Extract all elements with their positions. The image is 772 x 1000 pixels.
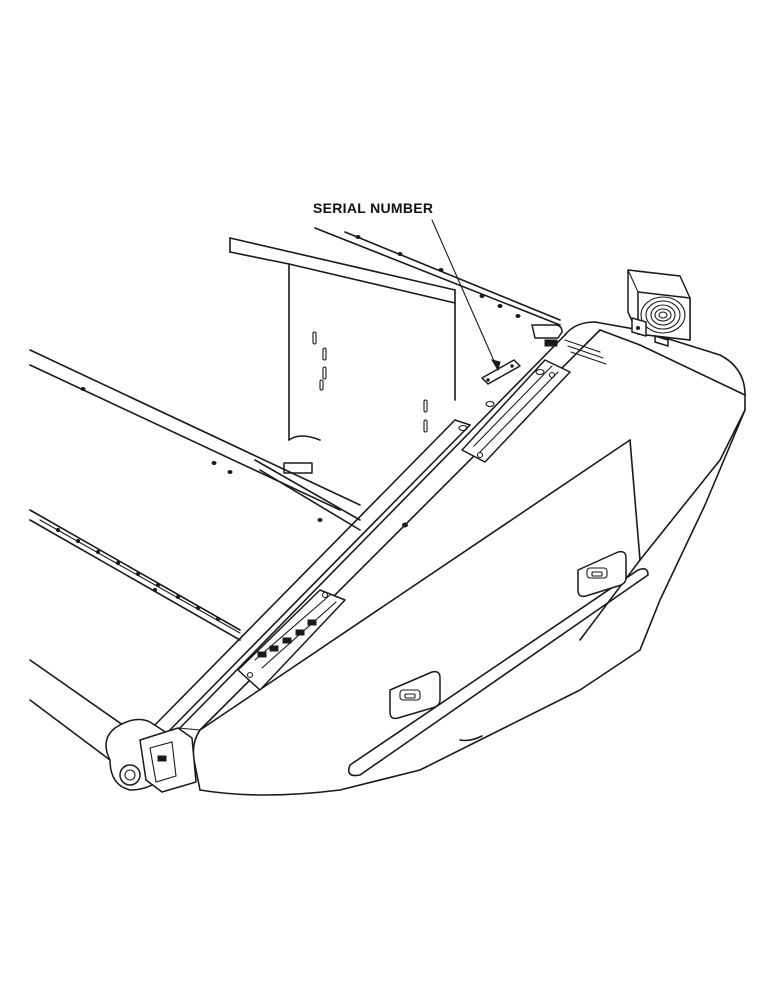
rear-rail (314, 227, 561, 326)
table-surface (29, 349, 361, 761)
rear-panel-slots (312, 331, 428, 433)
latch-rear (577, 550, 627, 598)
callout-leader (431, 219, 501, 372)
housing (192, 321, 746, 796)
warning-lamp (627, 269, 691, 347)
front-pivot (105, 718, 201, 793)
serial-number-plate (481, 359, 521, 385)
top-pin (531, 324, 607, 365)
rear-frame (229, 237, 456, 531)
latch-front (389, 670, 441, 720)
hinge-plate-front (237, 589, 346, 691)
side-groove (347, 568, 649, 777)
serial-number-callout: SERIAL NUMBER (313, 200, 434, 216)
knife-bar (39, 519, 241, 634)
hinge-plate-rear (458, 359, 571, 463)
